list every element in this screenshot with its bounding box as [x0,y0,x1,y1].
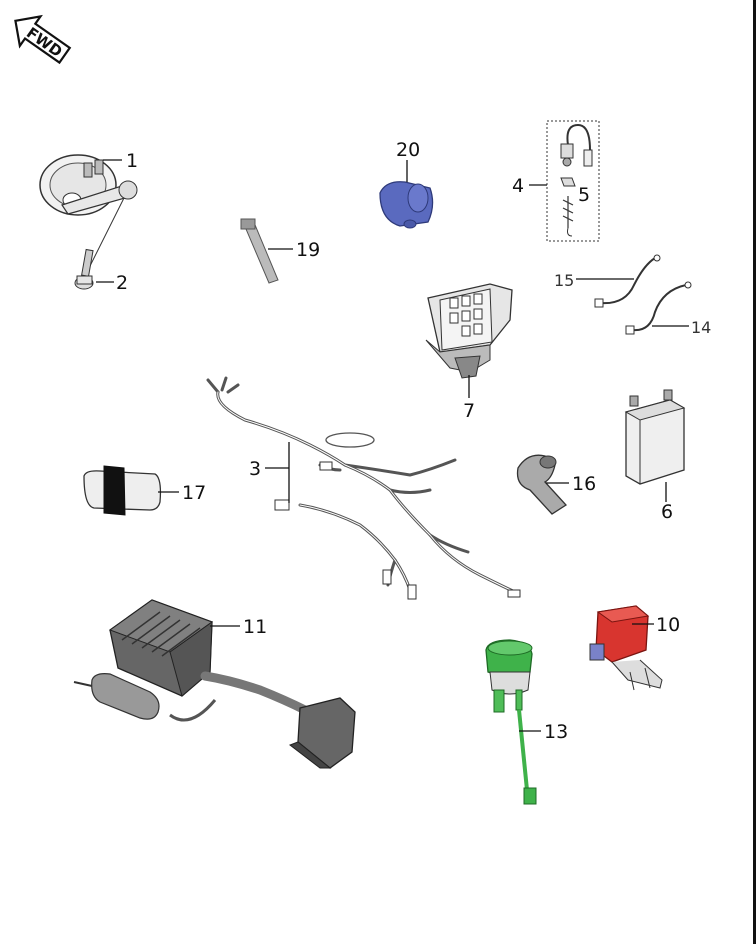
bolt-drawing [74,197,125,290]
battery-cable-15-drawing [594,254,661,308]
callout-17: 17 [182,482,206,504]
battery-cable-14-drawing [625,281,692,335]
harness-connector-d [382,569,392,585]
connector-block-drawing [83,465,162,516]
callout-7: 7 [463,400,475,422]
harness-connector-e [507,589,521,598]
bulb-kit-frame [546,120,600,242]
horn-drawing [39,154,138,216]
bulb-socket-drawing [560,123,593,237]
harness-connector-c [407,584,417,600]
battery-drawing [624,389,686,485]
harness-connector-a [274,499,290,511]
callout-10: 10 [656,614,680,636]
rubber-cover-drawing [379,181,434,229]
harness-inner-line [217,391,516,593]
harness-loop [325,432,375,448]
harness-connector-b [319,461,333,471]
callout-5: 5 [578,184,590,206]
callout-16: 16 [572,473,596,495]
callout-2: 2 [116,272,128,294]
fwd-arrow-icon: FWD [14,14,72,65]
cable-strap-drawing [240,218,279,284]
callout-4: 4 [512,175,524,197]
sensor-switch-drawing [485,639,537,805]
callout-1: 1 [126,150,138,172]
relay-drawing [589,605,663,691]
battery-tray-drawing [425,283,513,379]
cdi-unit-drawing [73,599,356,769]
spark-plug-cap-drawing [516,454,567,515]
callout-11: 11 [243,616,267,638]
callout-19: 19 [296,239,320,261]
callout-13: 13 [544,721,568,743]
callout-6: 6 [661,501,673,523]
callout-14: 14 [691,318,711,337]
callout-20: 20 [396,139,420,161]
page-edge-border [753,0,756,944]
callout-15: 15 [554,271,574,290]
callout-3: 3 [249,458,261,480]
